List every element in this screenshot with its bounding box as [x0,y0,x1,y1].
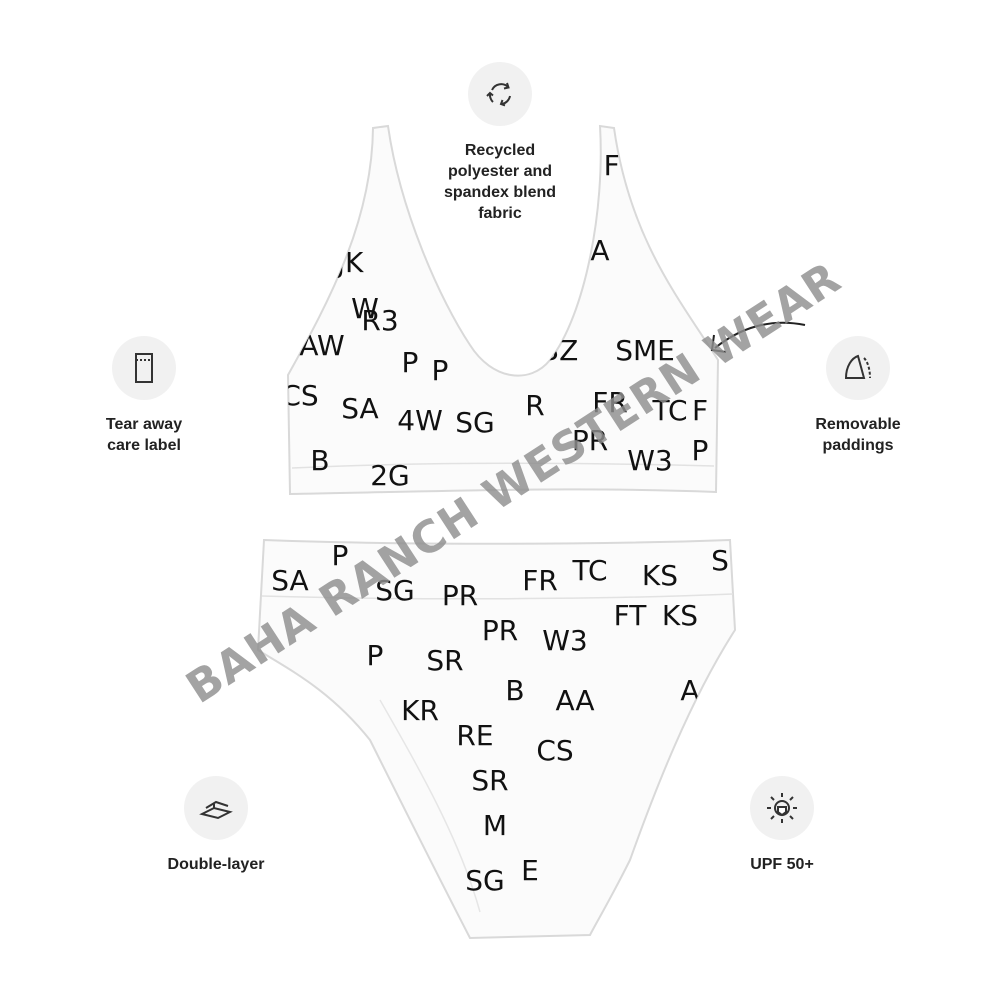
print-mark: TC [651,394,687,427]
print-mark: KR [401,694,439,727]
double-layer-label: Double-layer [167,856,265,873]
print-mark: B [310,444,329,477]
layers-icon [184,776,248,840]
print-mark: F [692,394,708,427]
feature-paddings: Removable paddings [796,336,920,456]
print-mark: CS [281,379,318,412]
print-mark: P [367,639,384,672]
print-mark: SR [426,644,463,677]
print-mark: SG [465,864,504,897]
print-mark: W3 [627,444,673,477]
print-mark: FT [604,149,638,182]
print-mark: SG [375,574,414,607]
arrow-to-padding [714,321,806,349]
print-mark: B [505,674,524,707]
print-mark: PR [442,579,478,612]
tag-icon [112,336,176,400]
print-mark: AA [555,684,594,717]
print-mark: M [483,809,507,842]
print-mark: PR [482,614,518,647]
feature-recycled: Recycled polyester and spandex blend fab… [422,62,578,224]
print-mark: S [711,544,729,577]
print-mark: W3 [542,624,588,657]
print-mark: 2G [370,459,410,492]
print-mark: A [680,674,699,707]
print-mark: 4W [397,404,443,437]
print-mark: SA [341,392,378,425]
paddings-label: Removable paddings [815,416,901,454]
print-mark: RE [456,719,493,752]
print-mark: FR [592,386,628,419]
feature-double-layer: Double-layer [150,776,282,875]
print-mark: A [590,234,609,267]
print-mark: AW [299,329,344,362]
bikini-bottom [256,538,737,940]
print-mark: SR [471,764,508,797]
recycled-label: Recycled polyester and spandex blend fab… [443,142,557,222]
care-label-text: Tear away care label [105,416,183,454]
print-mark: R3 [361,304,398,337]
print-mark: P [332,539,349,572]
upf-label: UPF 50+ [750,856,814,873]
sun-shield-icon [750,776,814,840]
print-mark: KS [642,559,678,592]
print-mark: SME [615,334,675,367]
print-mark: CS [536,734,573,767]
print-mark: KS [662,599,698,632]
print-mark: P [402,346,419,379]
print-mark: P [692,434,709,467]
bikini-top [286,124,720,496]
print-mark: FR [522,564,558,597]
print-mark: E [521,854,539,887]
feature-upf: UPF 50+ [727,776,837,875]
print-mark: P [432,354,449,387]
print-mark: SA [271,564,308,597]
print-mark: PR [572,424,608,457]
recycle-icon [468,62,532,126]
print-mark: FT [614,599,648,632]
print-mark: R [525,389,544,422]
print-mark: JBZ [530,334,579,367]
print-mark: W [351,292,379,325]
padding-cup-icon [826,336,890,400]
print-mark: SG [455,406,494,439]
print-mark: TC [571,554,607,587]
feature-care-label: Tear away care label [82,336,206,456]
